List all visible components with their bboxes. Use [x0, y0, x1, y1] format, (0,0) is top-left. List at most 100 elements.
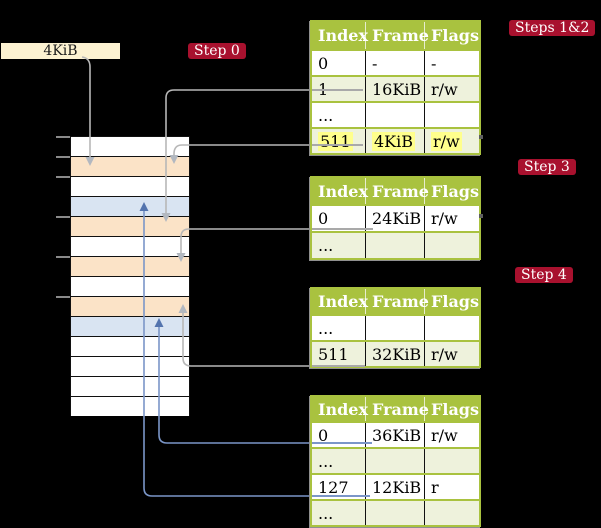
blue-connectors	[143, 211, 310, 497]
table-cell: ...	[312, 501, 366, 525]
steps-1-2-badge: Steps 1&2	[509, 20, 596, 36]
table-header-cell: Flags	[431, 399, 479, 419]
table-header-cell: Frame	[366, 397, 429, 421]
arrow-framebox-to-frame1	[81, 56, 91, 158]
frame-tick	[56, 296, 70, 298]
table-row: ...	[312, 101, 479, 127]
physical-memory-column	[70, 136, 190, 416]
table-header-cell: Index	[312, 397, 368, 421]
blue-arrowheads	[139, 202, 164, 327]
arrow-t4row127-to-frame3	[143, 211, 310, 497]
table-cell: -	[366, 51, 425, 75]
connector-underline	[312, 228, 373, 230]
table-row: ...	[312, 499, 479, 525]
memory-frame-row-free	[71, 276, 189, 296]
cell-value: 32KiB	[372, 344, 422, 364]
table-cell: r/w	[425, 342, 479, 366]
table-cell: 0	[312, 51, 366, 75]
table-cell: 0	[312, 206, 366, 231]
cell-value: ...	[318, 318, 334, 338]
frame-tick	[56, 256, 70, 258]
cell-value: 24KiB	[372, 209, 422, 228]
cell-value: 127	[318, 477, 349, 497]
cell-value: -	[372, 53, 378, 73]
table-cell	[366, 316, 425, 340]
table-cell: 511	[312, 342, 366, 366]
gray-arrowheads	[85, 155, 188, 313]
table-cell: 127	[312, 475, 366, 499]
cell-value: 511	[318, 344, 349, 364]
table-header-cell: Flags	[431, 26, 479, 45]
connector-underline	[312, 144, 363, 146]
cell-value: r/w	[431, 209, 458, 228]
table-cell: 12KiB	[366, 475, 425, 499]
table-cell: 24KiB	[366, 206, 425, 231]
table-cell: r/w	[425, 129, 479, 153]
table-cell: 0	[312, 423, 366, 447]
table-cell	[425, 449, 479, 473]
arrowhead-up-icon	[154, 318, 164, 327]
table-header-cell: Index	[312, 289, 368, 314]
cell-value: ...	[318, 105, 334, 125]
memory-frame-row-mapped-orange	[71, 296, 189, 316]
table-header-cell: Frame	[366, 289, 429, 314]
table-header-cell: Frame	[366, 178, 429, 204]
edge-stub	[479, 135, 483, 139]
table-cell: 32KiB	[366, 342, 425, 366]
table-cell	[366, 233, 425, 258]
memory-frame-row-mapped-blue	[71, 196, 189, 216]
table-cell: r/w	[425, 423, 479, 447]
frame-size-label: 4KiB	[1, 43, 120, 59]
table-cell: 16KiB	[366, 77, 425, 101]
memory-frame-row-free	[71, 176, 189, 196]
table-cell	[425, 233, 479, 258]
table-row: ...	[312, 447, 479, 473]
table-cell: 4KiB	[366, 129, 425, 153]
memory-frame-row-mapped-orange	[71, 256, 189, 276]
table-header-cell: Index	[312, 178, 368, 204]
cell-value: -	[431, 53, 437, 73]
cell-value: r/w	[431, 425, 458, 445]
cell-value: 36KiB	[372, 425, 422, 445]
table-cell	[366, 103, 425, 127]
table-cell: ...	[312, 316, 366, 340]
highlighted-cell-value: 511	[318, 131, 353, 151]
arrowhead-down-icon	[161, 213, 171, 222]
frame-tick	[56, 136, 70, 138]
frame-tick	[56, 156, 70, 158]
arrow-t1row511-to-frame1	[173, 144, 310, 156]
cell-value: ...	[318, 503, 334, 523]
table-cell	[425, 501, 479, 525]
table-cell: ...	[312, 233, 366, 258]
table-row: 116KiBr/w	[312, 75, 479, 101]
arrow-t3row511-to-frame8	[182, 312, 310, 367]
table-cell	[425, 103, 479, 127]
table-cell	[366, 449, 425, 473]
table-cell: 511	[312, 129, 366, 153]
cell-value: 12KiB	[372, 477, 422, 497]
table-cell	[366, 501, 425, 525]
table-cell: ...	[312, 103, 366, 127]
connector-underline	[312, 89, 363, 91]
frame-tick	[56, 176, 70, 178]
table-row: ...	[312, 231, 479, 258]
highlighted-cell-value: r/w	[431, 131, 462, 151]
step-0-badge: Step 0	[188, 43, 246, 59]
gray-connectors	[81, 56, 310, 367]
table-header-cell: Index	[312, 22, 368, 49]
step-4-badge: Step 4	[515, 267, 573, 283]
frame-tick	[56, 216, 70, 218]
memory-frame-row-free	[71, 137, 189, 156]
arrow-t1row1-to-frame4	[165, 89, 310, 214]
cell-value: r/w	[431, 79, 458, 99]
step-3-badge: Step 3	[518, 159, 576, 175]
